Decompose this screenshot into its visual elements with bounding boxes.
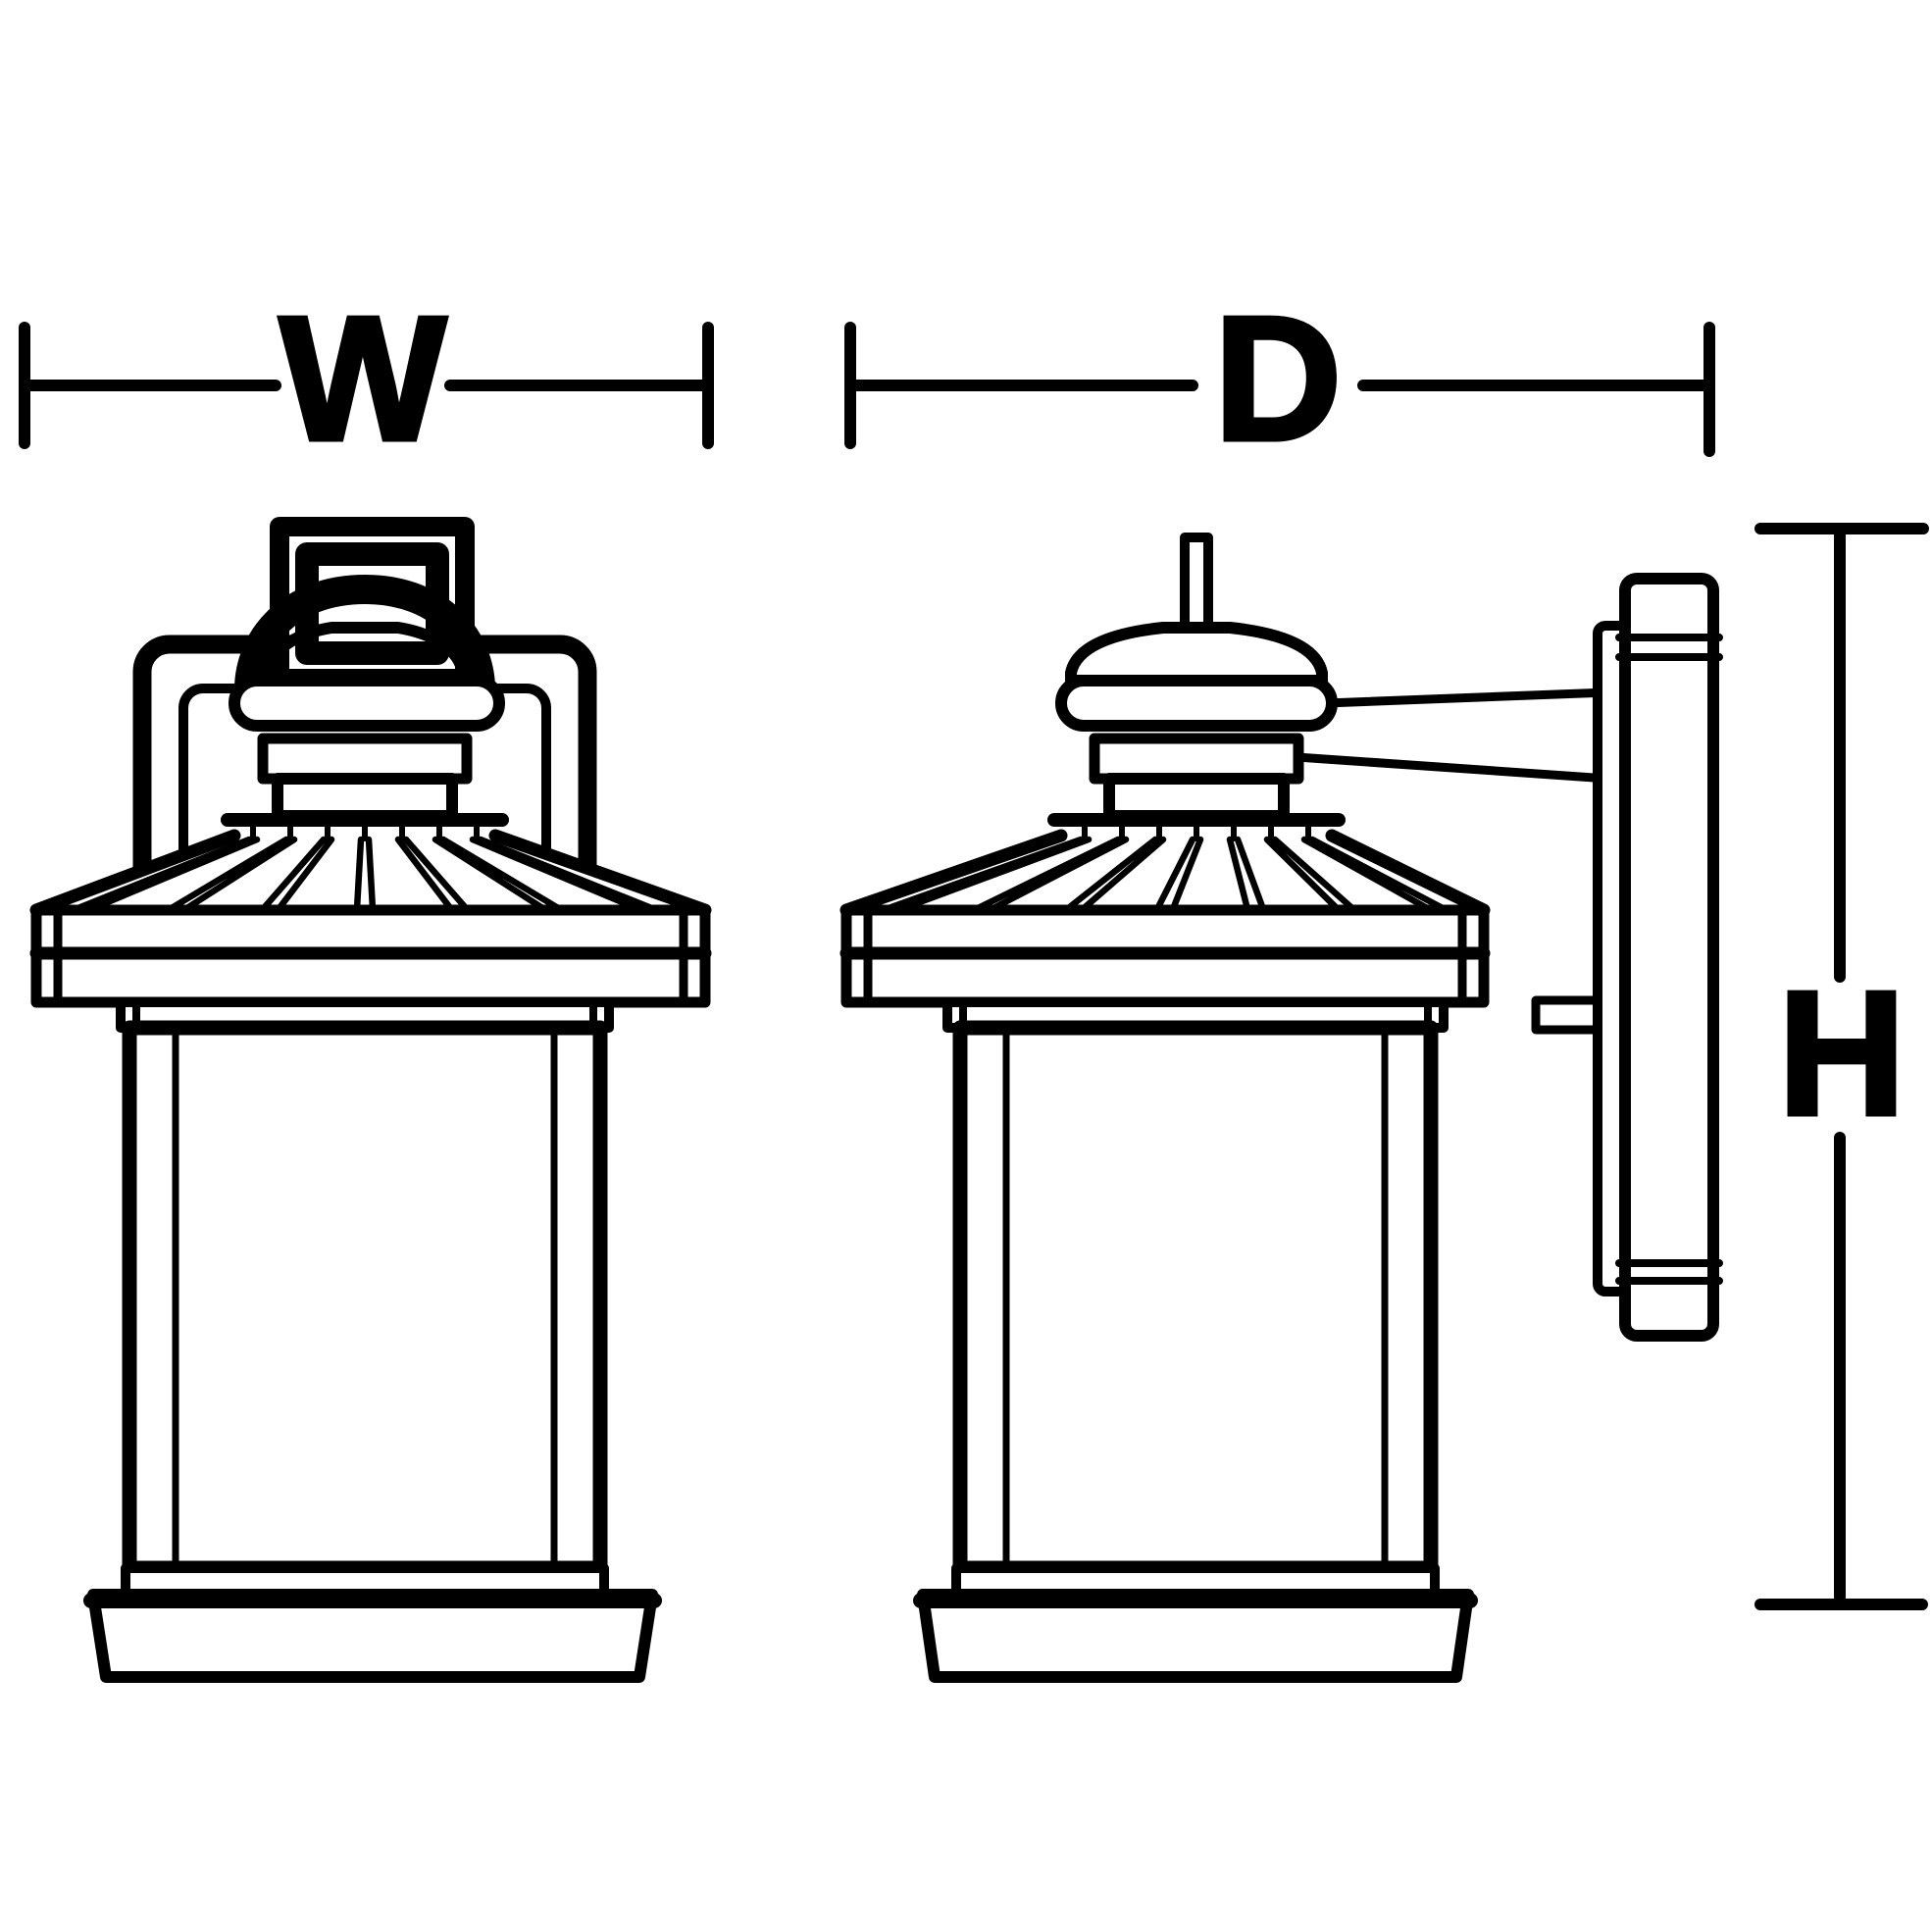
height-label: H — [1778, 955, 1906, 1152]
cap-flange — [257, 733, 473, 785]
width-label: W — [280, 280, 446, 478]
side-cap-flange — [1089, 733, 1304, 785]
roof — [29, 813, 712, 1008]
roof-cone-edges — [29, 829, 712, 917]
side-roof-eave-endcaps — [863, 909, 1467, 1003]
side-lantern-body — [913, 997, 1478, 1683]
side-view — [839, 533, 1723, 1683]
width-dimension: W — [19, 279, 714, 481]
mounting-arm-upper — [1321, 687, 1613, 708]
hook-ring-inner — [295, 542, 449, 665]
side-roof — [839, 813, 1491, 1008]
wall-plate-bottom-bevels — [1615, 1259, 1723, 1285]
depth-label: D — [1214, 280, 1342, 478]
roof-band-dashes — [250, 824, 480, 841]
side-glass-panel-lines — [1002, 1024, 1389, 1572]
side-cap-collar — [1055, 675, 1338, 732]
body-frame — [122, 1020, 608, 1576]
front-view — [29, 517, 712, 1683]
cap-collar — [229, 675, 505, 732]
side-body-frame — [952, 1020, 1439, 1576]
mounting-arm-lower — [1292, 752, 1613, 784]
depth-dimension: D — [844, 279, 1715, 481]
wall-mount — [1593, 573, 1723, 1342]
wall-plate-outer — [1619, 573, 1719, 1342]
side-roof-band-dashes — [1082, 824, 1311, 841]
side-cap-bell — [1065, 622, 1328, 686]
wall-plate-top-bevels — [1615, 634, 1723, 661]
roof-eave-endcaps — [53, 909, 688, 1003]
lantern-body — [83, 997, 662, 1683]
glass-panel-lines — [172, 1024, 558, 1572]
neck — [272, 773, 458, 822]
roof-ribs — [72, 836, 658, 913]
side-neck — [1103, 773, 1290, 822]
side-roof-cone-edges — [839, 829, 1491, 917]
side-roof-ribs — [882, 836, 1449, 913]
height-dimension: H — [1754, 523, 1929, 1610]
